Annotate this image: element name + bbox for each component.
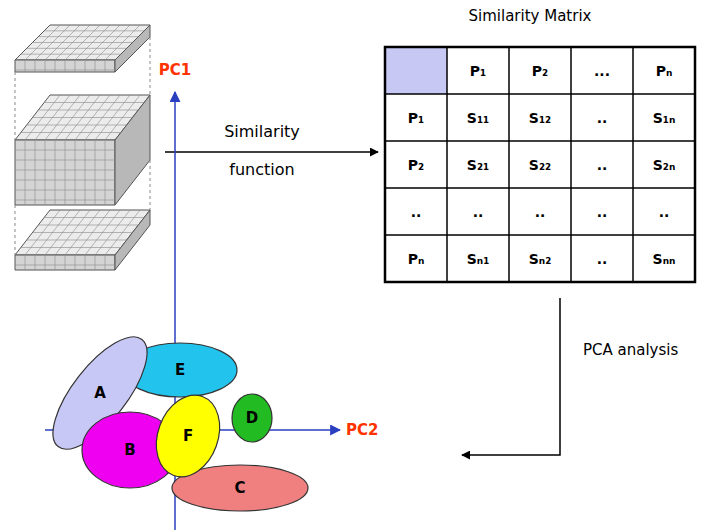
cluster-ellipse: F: [143, 391, 233, 481]
label-text: PCA analysis: [583, 341, 678, 359]
label-text: Similarity function: [224, 122, 300, 179]
matrix-cell: ..: [572, 201, 632, 223]
matrix-cell: S₂ₙ: [634, 154, 694, 176]
label-text: Pₙ: [408, 251, 425, 267]
label-text: ..: [597, 157, 608, 173]
label-text: P₁: [470, 63, 486, 79]
label-text: ..: [473, 204, 484, 220]
cluster-label: F: [183, 427, 193, 445]
label-text: ...: [594, 63, 610, 79]
matrix-cell: Pₙ: [386, 248, 446, 270]
axis-label: PC1: [145, 58, 205, 82]
data-slabs: [15, 25, 150, 270]
matrix-cell: P₂: [510, 60, 570, 82]
matrix-cell: ..: [510, 201, 570, 223]
label-text: S₂ₙ: [653, 157, 676, 173]
cluster-label: B: [124, 441, 135, 459]
label-text: P₂: [408, 157, 424, 173]
cluster-label: A: [94, 384, 106, 402]
matrix-cell: S₂₂: [510, 154, 570, 176]
matrix-cell: P₁: [386, 107, 446, 129]
label-text: ..: [659, 204, 670, 220]
matrix-cell: ..: [634, 201, 694, 223]
cluster-label: E: [175, 361, 185, 379]
label-text: ..: [597, 251, 608, 267]
label-text: PC2: [346, 421, 378, 439]
matrix-cell: Sₙ₁: [448, 248, 508, 270]
label-text: S₂₁: [467, 157, 489, 173]
matrix-cell: S₁ₙ: [634, 107, 694, 129]
label-text: S₁₁: [467, 110, 489, 126]
caption-text: PCA analysis: [583, 330, 683, 370]
matrix-cell: P₁: [448, 60, 508, 82]
label-text: ..: [411, 204, 422, 220]
slab-grid: [15, 25, 144, 270]
cluster-label: C: [234, 479, 245, 497]
matrix-cell: Pₙ: [634, 60, 694, 82]
label-text: ..: [535, 204, 546, 220]
label-text: P₁: [408, 110, 424, 126]
label-text: S₁₂: [529, 110, 551, 126]
label-text: PC1: [159, 61, 191, 79]
cluster-ellipse: D: [225, 391, 279, 445]
label-text: Sₙₙ: [653, 251, 676, 267]
matrix-cell: S₁₁: [448, 107, 508, 129]
caption-text: Similarity function: [212, 113, 312, 189]
matrix-grid: [385, 47, 695, 282]
axis-label: PC2: [346, 418, 406, 442]
matrix-cell: P₂: [386, 154, 446, 176]
cluster-label: D: [246, 409, 258, 427]
matrix-cell: ..: [572, 248, 632, 270]
matrix-cell: ..: [448, 201, 508, 223]
flow-arrow: [165, 151, 378, 153]
label-text: Pₙ: [656, 63, 673, 79]
label-text: ..: [597, 204, 608, 220]
caption-text: Similarity Matrix: [430, 4, 630, 28]
matrix-cell: ..: [572, 154, 632, 176]
matrix-cell: S₂₁: [448, 154, 508, 176]
label-text: P₂: [532, 63, 548, 79]
matrix-cell: ..: [572, 107, 632, 129]
matrix-cell: ...: [572, 60, 632, 82]
ellipse-body: D: [225, 391, 279, 445]
label-text: Sₙ₂: [529, 251, 552, 267]
slab-guides: [15, 37, 150, 255]
matrix-cell: Sₙ₂: [510, 248, 570, 270]
ellipse-body: F: [143, 391, 233, 481]
matrix-cell: S₁₂: [510, 107, 570, 129]
label-text: Similarity Matrix: [469, 7, 592, 25]
flow-arrow: [462, 298, 560, 455]
matrix-cell: Sₙₙ: [634, 248, 694, 270]
label-text: Sₙ₁: [467, 251, 490, 267]
label-text: S₂₂: [529, 157, 551, 173]
label-text: S₁ₙ: [653, 110, 676, 126]
matrix-cell: ..: [386, 201, 446, 223]
label-text: ..: [597, 110, 608, 126]
